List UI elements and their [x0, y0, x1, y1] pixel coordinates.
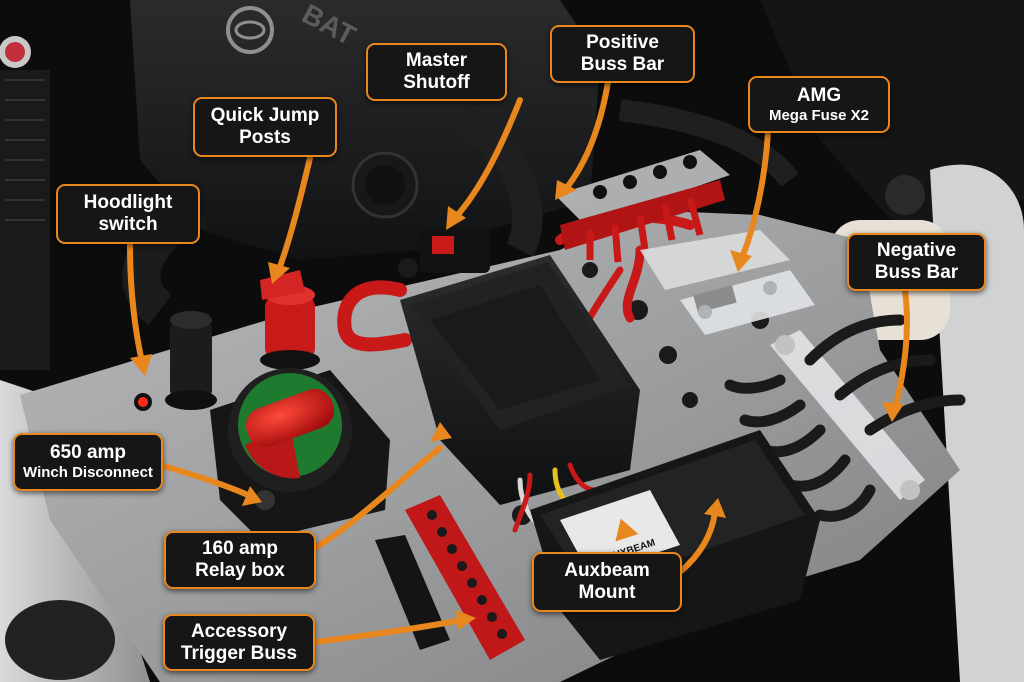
arrow-master-shutoff: [452, 97, 523, 221]
label-negative-buss-bar-line1: Negative: [876, 240, 957, 262]
label-accessory-trigger-buss: Accessory Trigger Buss: [163, 614, 315, 671]
label-quick-jump-posts-line1: Quick Jump: [210, 105, 320, 127]
label-relay-box: 160 amp Relay box: [164, 531, 316, 589]
accessory-trigger-buss: [375, 495, 525, 660]
label-positive-buss-bar: Positive Buss Bar: [550, 25, 695, 83]
label-positive-buss-bar-line1: Positive: [586, 32, 659, 54]
label-negative-buss-bar-line2: Buss Bar: [874, 262, 959, 283]
arrow-positive-buss-bar: [562, 79, 611, 193]
label-hoodlight-switch-line1: Hoodlight: [83, 192, 173, 214]
hoodlight-switch: [134, 393, 152, 411]
label-amg-mega-fuse: AMG Mega Fuse X2: [748, 76, 890, 133]
arrow-quick-jump-posts: [275, 155, 313, 275]
positive-buss-bar: [555, 150, 730, 263]
label-accessory-trigger-buss-line2: Trigger Buss: [180, 642, 298, 664]
winch-disconnect-switch: [210, 368, 390, 540]
label-amg-mega-fuse-line2: Mega Fuse X2: [768, 106, 870, 124]
radiator: [0, 36, 50, 370]
label-quick-jump-posts: Quick Jump Posts: [193, 97, 337, 157]
label-quick-jump-posts-line2: Posts: [239, 127, 291, 148]
arrow-winch-disconnect: [157, 462, 251, 498]
arrow-hoodlight-switch: [127, 242, 145, 365]
label-negative-buss-bar: Negative Buss Bar: [847, 233, 986, 291]
label-auxbeam-mount: Auxbeam Mount: [532, 552, 682, 612]
relay-box: [400, 255, 640, 505]
label-winch-disconnect-line1: 650 amp: [49, 442, 127, 464]
negative-buss-bar: [724, 314, 966, 522]
arrow-accessory-trigger-buss: [312, 617, 465, 645]
label-relay-box-line2: Relay box: [195, 560, 285, 581]
label-master-shutoff: Master Shutoff: [366, 43, 507, 101]
negative-jump-post: [165, 311, 217, 410]
label-winch-disconnect: 650 amp Winch Disconnect: [13, 433, 163, 491]
arrow-auxbeam-mount: [677, 509, 718, 575]
master-shutoff-breaker: [398, 228, 490, 278]
label-positive-buss-bar-line2: Buss Bar: [580, 54, 665, 75]
arrow-heads: [130, 180, 904, 630]
label-master-shutoff-line1: Master: [405, 50, 468, 72]
arrow-negative-buss-bar: [892, 287, 910, 411]
label-master-shutoff-line2: Shutoff: [403, 72, 470, 93]
label-accessory-trigger-buss-line1: Accessory: [190, 620, 288, 642]
label-relay-box-line1: 160 amp: [201, 538, 279, 560]
label-hoodlight-switch: Hoodlight switch: [56, 184, 200, 244]
amg-mega-fuse-holders: [640, 230, 815, 335]
label-amg-mega-fuse-line1: AMG: [796, 84, 842, 106]
label-hoodlight-switch-line2: switch: [98, 214, 158, 235]
label-winch-disconnect-line2: Winch Disconnect: [23, 464, 153, 482]
label-auxbeam-mount-line2: Mount: [578, 582, 636, 603]
callout-arrows: [127, 79, 910, 645]
arrow-amg-mega-fuse: [739, 129, 771, 261]
label-auxbeam-mount-line1: Auxbeam: [564, 560, 650, 582]
arrow-relay-box: [312, 445, 443, 551]
